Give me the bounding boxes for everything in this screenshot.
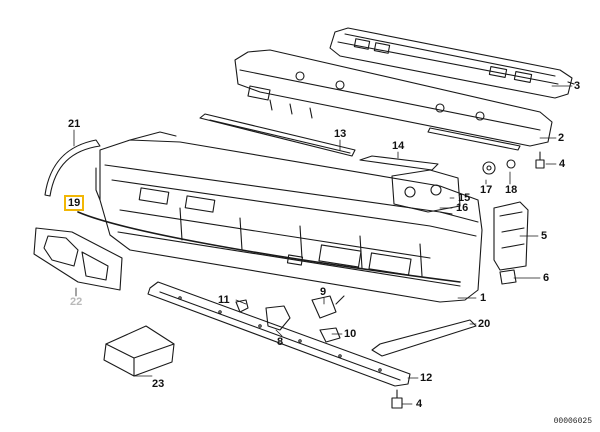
callout-11[interactable]: 11 — [218, 294, 230, 306]
bumper-reinforcement-part — [329, 27, 575, 99]
callout-16[interactable]: 16 — [456, 202, 469, 214]
kit-box-part — [103, 325, 175, 377]
callout-5[interactable]: 5 — [541, 230, 548, 242]
upper-trim-strip-part — [199, 113, 356, 157]
callout-8[interactable]: 8 — [277, 336, 284, 348]
callout-1[interactable]: 1 — [480, 292, 487, 304]
callout-9[interactable]: 9 — [320, 286, 327, 298]
side-strip-part — [44, 139, 101, 197]
leader-lines — [73, 85, 573, 405]
tow-hook-cover-part — [265, 305, 291, 331]
callout-23[interactable]: 23 — [152, 378, 165, 390]
callout-2[interactable]: 2 — [558, 132, 565, 144]
small-trim-strip-part — [359, 155, 439, 171]
callout-6[interactable]: 6 — [543, 272, 550, 284]
callout-19-highlighted[interactable]: 19 — [64, 195, 85, 211]
lower-valance-part — [147, 281, 411, 387]
fastener-part-18 — [506, 159, 516, 169]
callout-13[interactable]: 13 — [334, 128, 347, 140]
callout-15[interactable]: 15 — [458, 192, 471, 204]
bumper-cover-part — [95, 131, 483, 303]
document-number: 00006025 — [553, 417, 592, 426]
seal-strip-part — [77, 211, 461, 283]
clip-part-10 — [319, 327, 341, 343]
callout-12[interactable]: 12 — [420, 372, 433, 384]
callout-14[interactable]: 14 — [392, 140, 405, 152]
callout-22[interactable]: 22 — [70, 296, 83, 308]
bolt-part-4-upper — [535, 151, 545, 169]
callout-3[interactable]: 3 — [574, 80, 581, 92]
grille-insert-part — [33, 227, 123, 291]
bracket-part-6 — [499, 269, 517, 285]
callout-4-lower[interactable]: 4 — [416, 398, 423, 410]
bracket-part-9 — [311, 295, 345, 319]
lower-spoiler-part — [371, 319, 477, 357]
callout-18[interactable]: 18 — [505, 184, 518, 196]
callout-21[interactable]: 21 — [68, 118, 81, 130]
clip-part-11 — [235, 299, 249, 313]
callout-20[interactable]: 20 — [478, 318, 491, 330]
bumper-carrier-part — [234, 49, 553, 151]
fastener-part-17 — [482, 161, 496, 175]
callout-17[interactable]: 17 — [480, 184, 493, 196]
bolt-part-4-lower — [391, 389, 403, 409]
callout-4-upper[interactable]: 4 — [559, 158, 566, 170]
mounting-bracket-part — [391, 169, 461, 215]
callout-10[interactable]: 10 — [344, 328, 357, 340]
shock-absorber-part — [493, 201, 529, 271]
